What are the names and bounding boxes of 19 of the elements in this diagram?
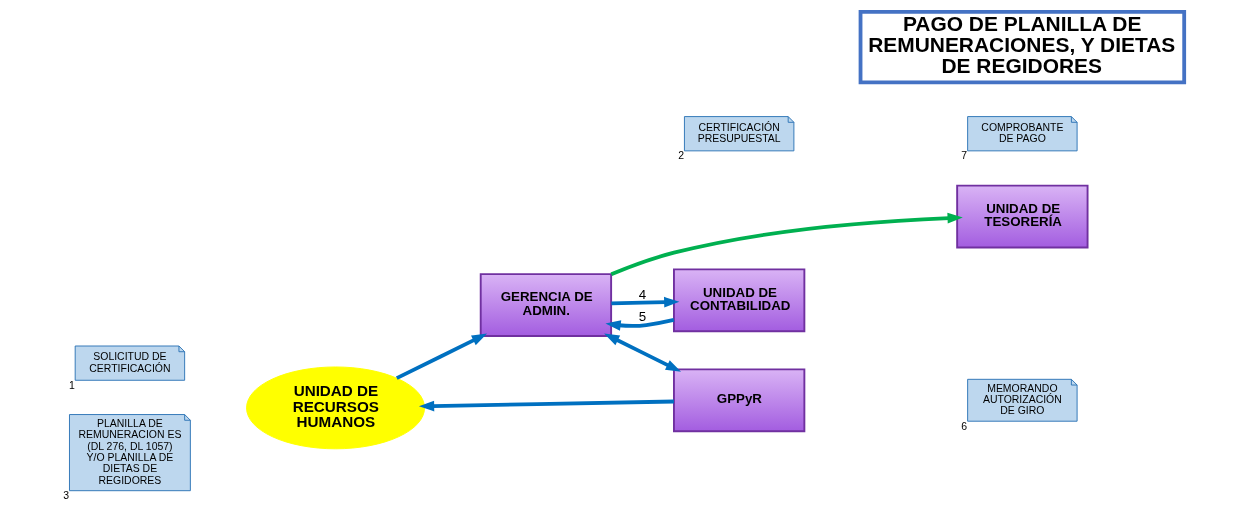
node-label: 3 — [63, 490, 70, 502]
node-box: PAGO DE PLANILLA DE REMUNERACIONES, Y DIETAS DE REGIDORES — [858, 9, 1187, 85]
node-box: UNIDAD DE TESORERÍA — [956, 184, 1089, 249]
arrow — [418, 399, 674, 412]
node-label: 1 — [68, 379, 75, 391]
arrow — [605, 318, 675, 331]
node-box: UNIDAD DE CONTABILIDAD — [673, 268, 806, 333]
node-box: GERENCIA DE ADMIN. — [479, 273, 613, 337]
arrow — [604, 333, 682, 372]
node-label: 2 — [678, 150, 685, 162]
edge-label: 4 — [638, 286, 647, 302]
arrow — [611, 296, 680, 308]
edge-label: 5 — [638, 309, 647, 325]
arrow — [395, 333, 488, 380]
node-label: 6 — [961, 420, 968, 432]
node-label: 7 — [961, 150, 968, 162]
node-ellipse: UNIDAD DE RECURSOS HUMANOS — [246, 366, 425, 450]
node-box: GPPyR — [673, 368, 806, 433]
arrow — [610, 212, 963, 277]
